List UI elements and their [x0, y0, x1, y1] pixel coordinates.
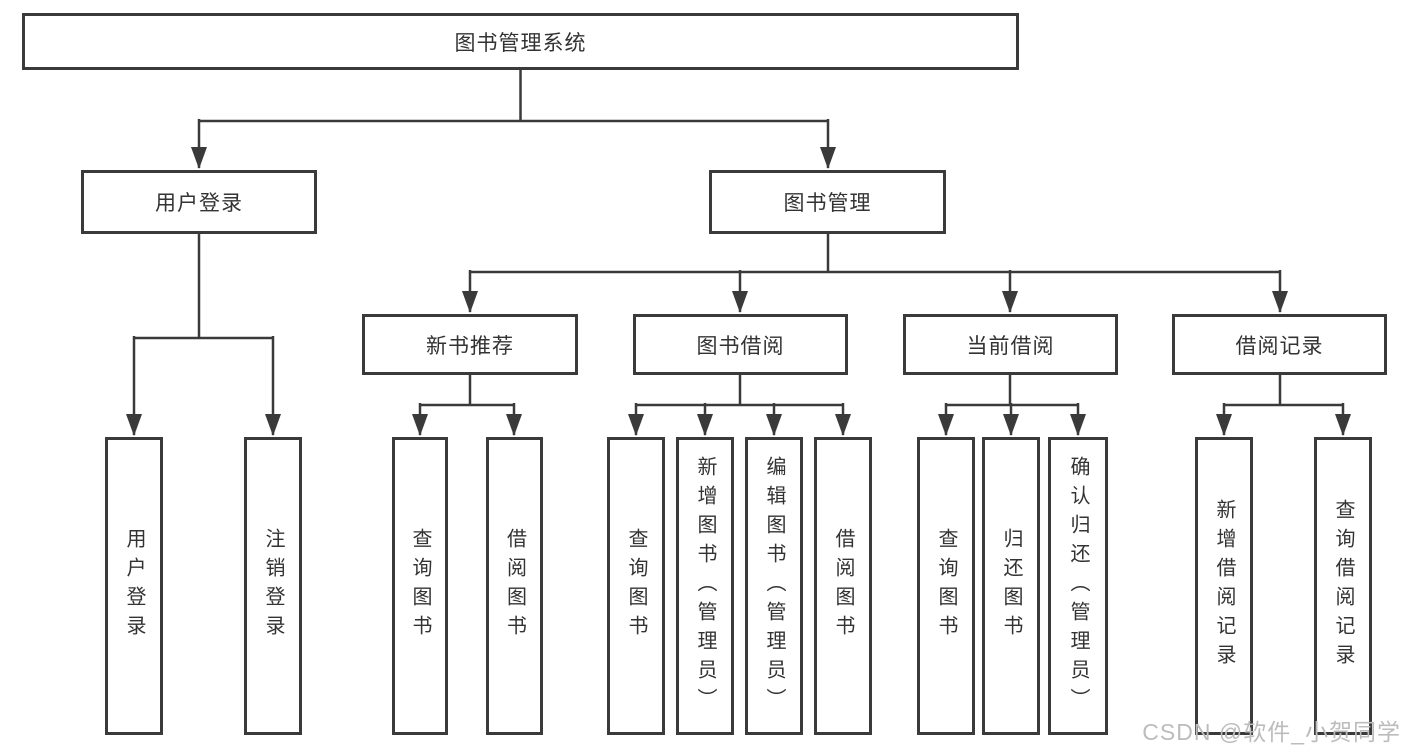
leaf-return-books: 归还图书 — [982, 437, 1040, 735]
leaf-add-books-admin: 新增图书（管理员） — [676, 437, 734, 735]
node-book-management: 图书管理 — [709, 170, 946, 234]
edge-book-borrow-children — [636, 375, 843, 407]
leaf-label: 注销登录 — [262, 528, 284, 644]
edge-root-level2 — [199, 70, 828, 123]
leaf-query-borrow-records: 查询借阅记录 — [1314, 437, 1372, 735]
node-current-borrow: 当前借阅 — [903, 314, 1118, 375]
edge-user-login-children — [134, 234, 273, 340]
leaf-label: 查询借阅记录 — [1332, 499, 1354, 673]
node-root-label: 图书管理系统 — [454, 31, 587, 55]
leaf-label: 查询图书 — [625, 528, 647, 644]
leaf-label: 新增借阅记录 — [1213, 499, 1235, 673]
leaf-label: 归还图书 — [1000, 528, 1022, 644]
leaf-borrow-books-recommend: 借阅图书 — [486, 437, 543, 735]
node-current-borrow-label: 当前借阅 — [966, 334, 1055, 358]
leaf-label: 新增图书（管理员） — [694, 455, 716, 717]
leaf-label: 确认归还（管理员） — [1067, 455, 1089, 717]
leaf-confirm-return-admin: 确认归还（管理员） — [1048, 437, 1108, 735]
leaf-add-borrow-record: 新增借阅记录 — [1195, 437, 1253, 735]
watermark: CSDN @软件_小贺同学 — [1142, 719, 1401, 745]
node-new-book-recommend: 新书推荐 — [362, 314, 578, 375]
leaf-label: 借阅图书 — [503, 528, 526, 644]
leaf-label: 借阅图书 — [832, 528, 854, 644]
edge-new-book-recommend-children — [420, 375, 514, 407]
leaf-user-login: 用户登录 — [105, 437, 163, 735]
edge-borrow-records-children — [1224, 375, 1343, 407]
leaf-query-books-recommend: 查询图书 — [392, 437, 448, 735]
leaf-edit-books-admin: 编辑图书（管理员） — [745, 437, 803, 735]
leaf-query-books-borrow: 查询图书 — [607, 437, 665, 735]
node-root: 图书管理系统 — [22, 13, 1019, 70]
node-borrow-records: 借阅记录 — [1172, 314, 1387, 375]
node-new-book-recommend-label: 新书推荐 — [426, 334, 514, 358]
leaf-borrow-books: 借阅图书 — [814, 437, 872, 735]
leaf-label: 查询图书 — [935, 528, 957, 644]
leaf-label: 查询图书 — [409, 528, 431, 644]
node-book-management-label: 图书管理 — [783, 192, 872, 215]
leaf-label: 用户登录 — [123, 528, 145, 644]
leaf-logout: 注销登录 — [244, 437, 302, 735]
leaf-label: 编辑图书（管理员） — [763, 455, 785, 717]
leaf-query-books-current: 查询图书 — [917, 437, 975, 735]
edge-book-management-level3 — [470, 234, 1280, 274]
node-user-login-label: 用户登录 — [155, 192, 243, 215]
node-book-borrow-label: 图书借阅 — [696, 334, 785, 358]
node-book-borrow: 图书借阅 — [633, 314, 848, 375]
node-user-login: 用户登录 — [81, 170, 317, 234]
node-borrow-records-label: 借阅记录 — [1235, 334, 1324, 358]
edge-current-borrow-children — [946, 375, 1078, 407]
